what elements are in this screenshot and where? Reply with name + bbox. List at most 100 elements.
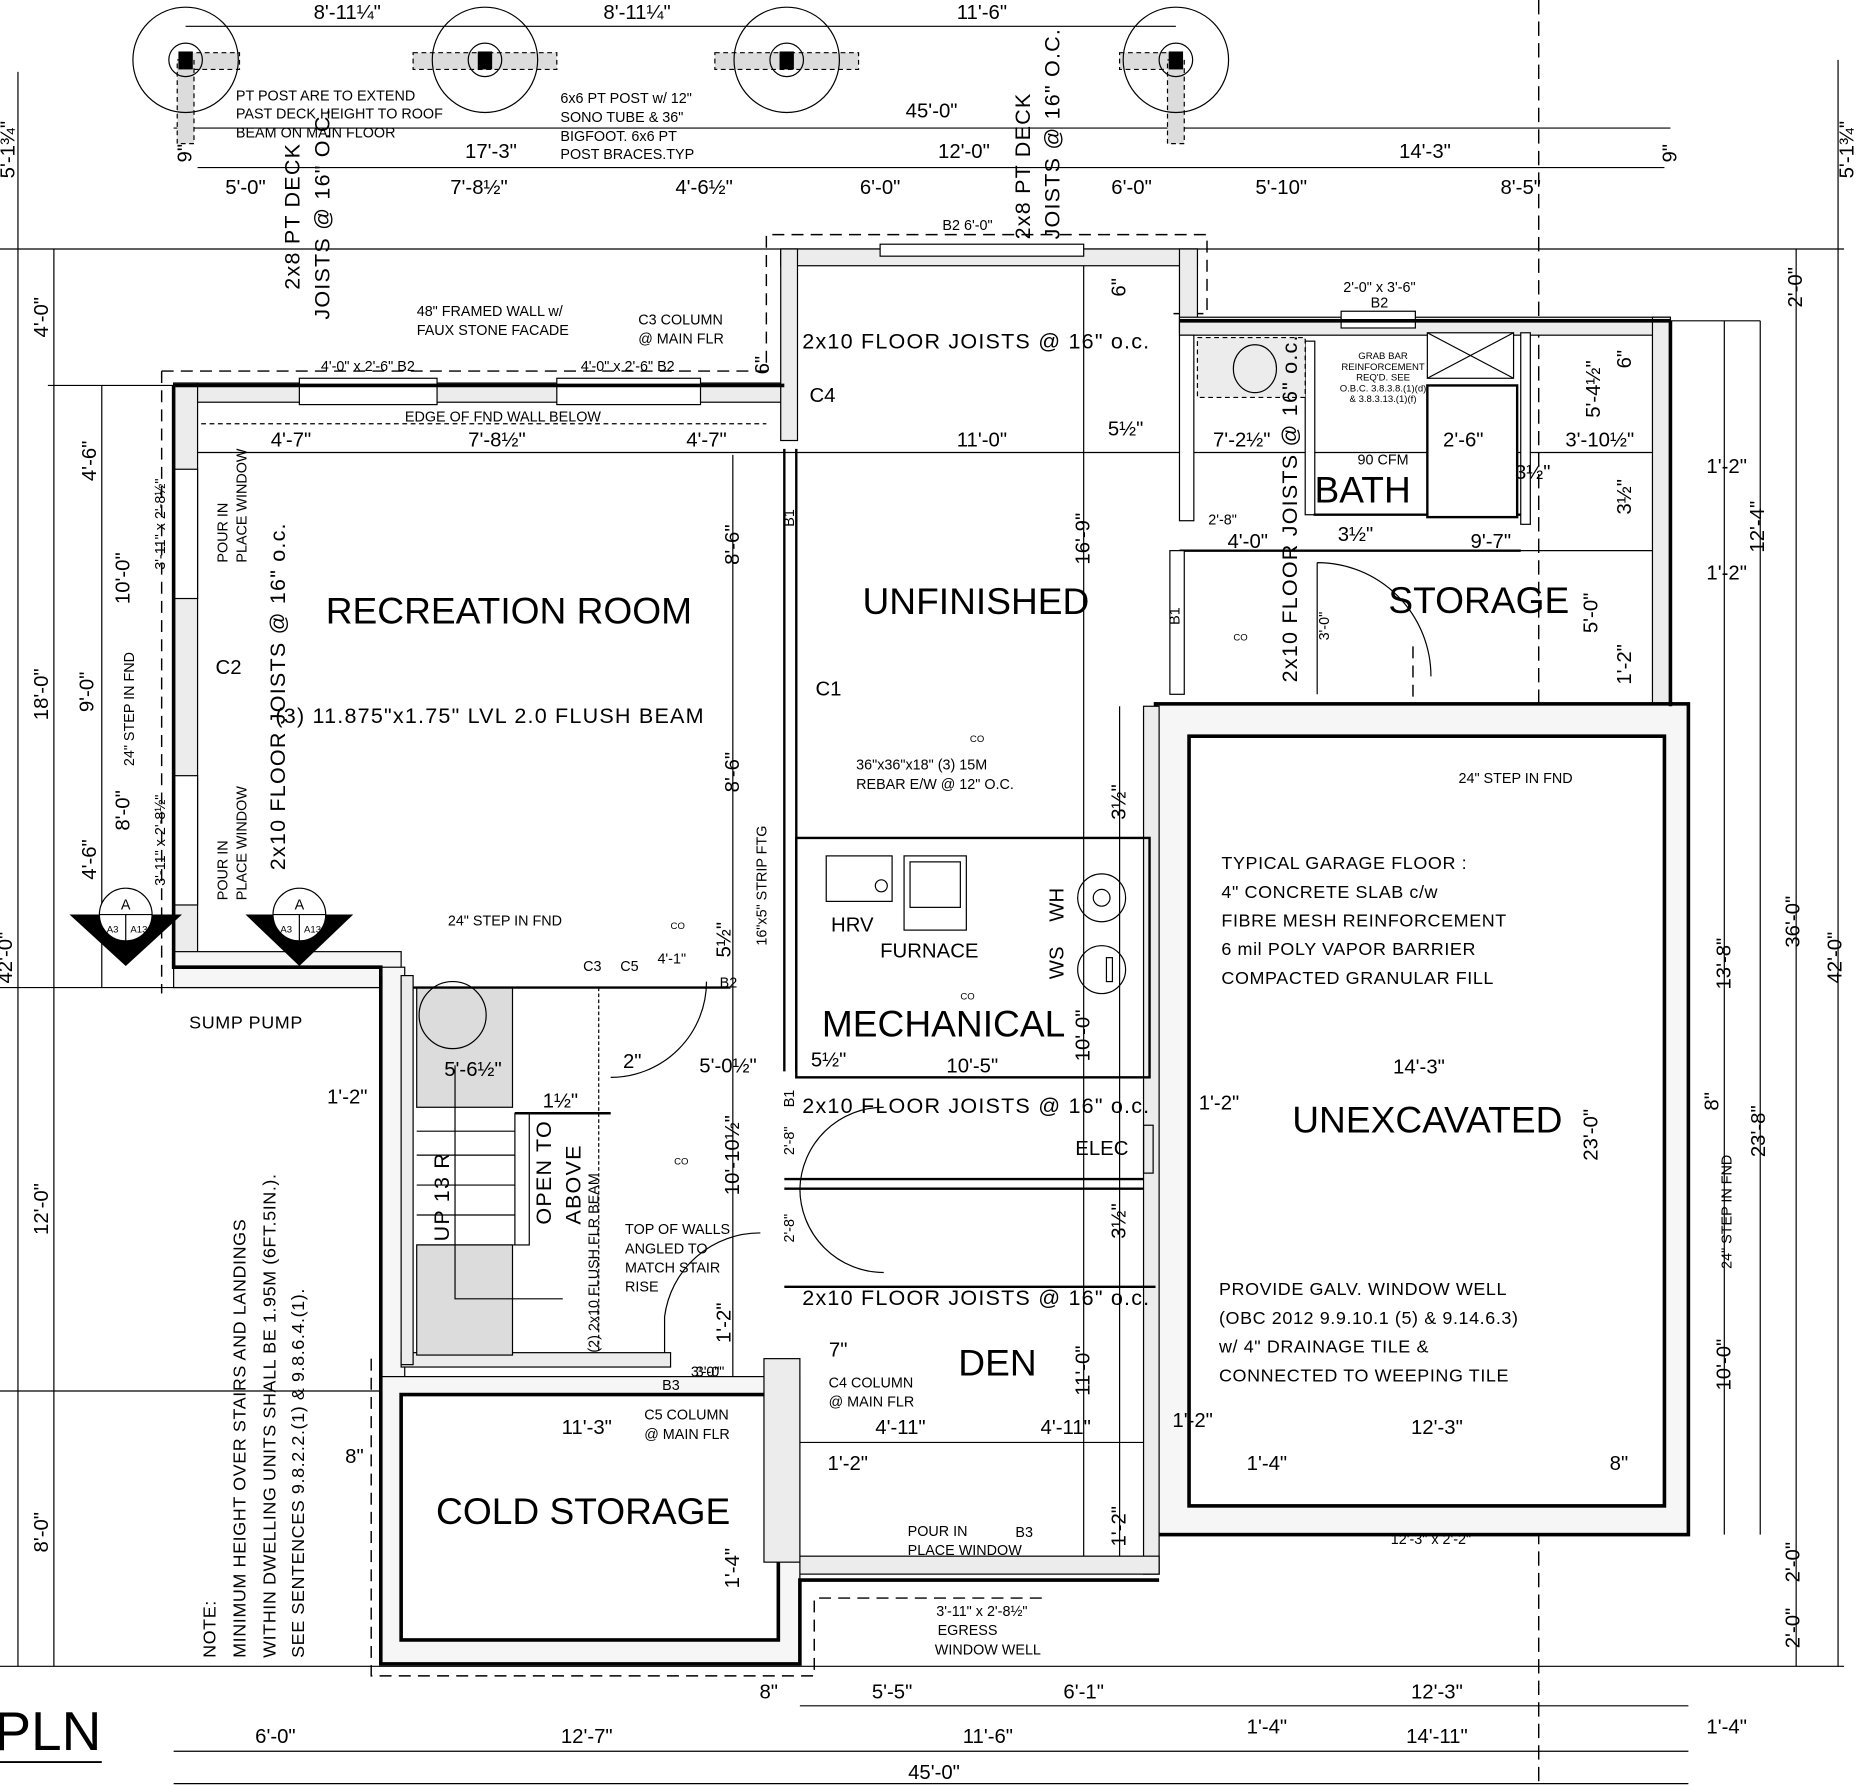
dimension: 6'-0" — [1111, 177, 1152, 199]
room-cold-storage: COLD STORAGE — [436, 1490, 730, 1532]
garage-floor-note: FIBRE MESH REINFORCEMENT — [1221, 911, 1506, 931]
beam-tag: B2 — [720, 976, 738, 992]
dimension: 11'-6" — [957, 2, 1007, 24]
room-labels: RECREATION ROOM UNFINISHED BATH STORAGE … — [326, 469, 1570, 1532]
door-size: 3'-0" — [1317, 612, 1333, 641]
garage-floor-note: TYPICAL GARAGE FLOOR : — [1221, 853, 1467, 873]
column-tag: C3 — [583, 959, 601, 975]
dimension: 1'-2" — [1706, 456, 1747, 478]
step-fnd-note: 24" STEP IN FND — [448, 913, 562, 929]
sono-note: SONO TUBE & 36" — [560, 110, 683, 126]
grab-bar-note: GRAB BAR — [1358, 351, 1408, 362]
dimension: 1'-2" — [1172, 1410, 1213, 1432]
dimension: 12'-4" — [1747, 501, 1769, 553]
window-well-note: PROVIDE GALV. WINDOW WELL — [1219, 1279, 1507, 1299]
dimension: 4'-11" — [875, 1417, 925, 1439]
c4-column-note: C4 COLUMN — [829, 1375, 914, 1391]
door-size: 2'-8" — [1208, 512, 1237, 528]
dimension: 5'-0" — [225, 177, 266, 199]
dimension: 8'-5" — [1500, 177, 1541, 199]
dimension: 8" — [759, 1682, 778, 1704]
strip-footing-note: 16"x5" STRIP FTG — [754, 826, 770, 946]
garage-floor-note: 4" CONCRETE SLAB c/w — [1221, 882, 1438, 902]
water-heater-icon — [1077, 873, 1127, 923]
stair-note: WITHIN DWELLING UNITS SHALL BE 1.95M (6F… — [259, 1173, 279, 1657]
top-walls-note: ANGLED TO — [625, 1241, 707, 1257]
dimension: 10'-0" — [1713, 1339, 1735, 1391]
dimension: 1'-2" — [828, 1453, 869, 1475]
stair — [413, 980, 884, 1356]
window-well-note: (OBC 2012 9.9.10.1 (5) & 9.14.6.3) — [1219, 1308, 1519, 1328]
door-size-label: B2 6'-0" — [942, 218, 992, 234]
dimension: 3'-0" — [696, 1365, 725, 1381]
framed-wall-note: FAUX STONE FACADE — [417, 323, 569, 339]
egress-note: 3'-11" x 2'-8½" — [936, 1604, 1027, 1620]
floor-joists-note: 2x10 FLOOR JOISTS @ 16" o.c. — [265, 522, 290, 870]
dimension: 6" — [752, 356, 774, 375]
hrv-label: HRV — [831, 914, 874, 936]
dimension: 4'-7" — [686, 430, 727, 452]
detail-ref: A13 — [304, 925, 321, 936]
garage-floor-note: COMPACTED GRANULAR FILL — [1221, 968, 1494, 988]
notes: PT POST ARE TO EXTEND PAST DECK HEIGHT T… — [122, 28, 1735, 1658]
dimension: 5'-0" — [1580, 593, 1602, 634]
dimension: 7'-8½" — [450, 177, 507, 199]
dimension: 14'-3" — [1399, 141, 1451, 163]
window-well-note: CONNECTED TO WEEPING TILE — [1219, 1365, 1509, 1385]
pt-post-note: PAST DECK HEIGHT TO ROOF — [236, 107, 443, 123]
top-walls-note: TOP OF WALLS — [625, 1222, 730, 1238]
dimension: 11'-0" — [957, 430, 1007, 452]
door-size: 2'-8" — [782, 1214, 798, 1243]
dimension: 17'-3" — [465, 141, 517, 163]
footing-note: REBAR E/W @ 12" O.C. — [856, 777, 1014, 793]
c5-column-note: @ MAIN FLR — [644, 1427, 730, 1443]
dimension: 3½" — [1614, 479, 1636, 515]
framed-wall-note: 48" FRAMED WALL w/ — [417, 304, 563, 320]
dimension: 8" — [1610, 1453, 1629, 1475]
dimension: 3½" — [1515, 462, 1551, 484]
detail-ref: A13 — [130, 925, 147, 936]
pt-post-note: PT POST ARE TO EXTEND — [236, 89, 415, 105]
sheet-ref: A3 — [280, 925, 292, 936]
dimension: 12'-0" — [938, 141, 990, 163]
door-tag: B1 — [1167, 607, 1183, 625]
dimension: 16'-9" — [1073, 513, 1095, 565]
water-softener-label: WS — [1046, 946, 1068, 979]
window-tag: B2 — [1371, 296, 1389, 312]
section-marker-a-right: A A3 A13 — [245, 887, 354, 967]
dimension: 12'-3" — [1411, 1417, 1463, 1439]
window-size-label: 4'-0" x 2'-6" B2 — [581, 359, 675, 375]
dimension: 5½" — [713, 922, 735, 958]
dimension: 14'-3" — [1393, 1057, 1445, 1079]
grab-bar-note: REQ'D. SEE — [1356, 373, 1410, 384]
dimension: 8'-6" — [722, 752, 744, 793]
dimension: 10'-0" — [1073, 1010, 1095, 1062]
pour-window-note: POUR IN — [216, 503, 232, 563]
dimension: 45'-0" — [908, 1762, 960, 1784]
dimension: 1'-2" — [1614, 644, 1636, 685]
egress-note: EGRESS — [938, 1623, 998, 1639]
cleanout-label: CO — [1233, 632, 1247, 643]
dimension: 8'-0" — [31, 1512, 53, 1553]
water-softener-icon — [1077, 945, 1127, 995]
dimension: 18'-0" — [31, 668, 53, 720]
c5-column-note: C5 COLUMN — [644, 1408, 729, 1424]
sono-note: POST BRACES.TYP — [560, 147, 694, 163]
c3-column-note: @ MAIN FLR — [638, 332, 724, 348]
dimension: 9'-0" — [76, 672, 98, 713]
flush-beam-note: (2) 2x10 FLUSH FLR BEAM — [587, 1173, 603, 1353]
dimension: 1'-4" — [722, 1548, 744, 1589]
grab-bar-note: REINFORCEMENT — [1341, 362, 1425, 373]
top-walls-note: MATCH STAIR — [625, 1260, 720, 1276]
dimension: 8'-6" — [722, 524, 744, 565]
deck-joists-note: JOISTS @ 16" O.C. — [1040, 28, 1065, 239]
dimension: 13'-8" — [1713, 938, 1735, 990]
pt-post-note: BEAM ON MAIN FLOOR — [236, 126, 396, 142]
deck-joists-note: 2x8 PT DECK — [1010, 93, 1035, 240]
open-to-above-label: ABOVE — [561, 1144, 586, 1224]
tags: HRV FURNACE WH WS ELEC CO CO CO CO CO C1… — [216, 385, 1334, 1541]
dimension: 4'-0" — [31, 297, 53, 338]
dimension: 10'-5" — [946, 1056, 998, 1078]
section-letter: A — [121, 898, 131, 914]
door-tag: B1 — [782, 509, 798, 527]
